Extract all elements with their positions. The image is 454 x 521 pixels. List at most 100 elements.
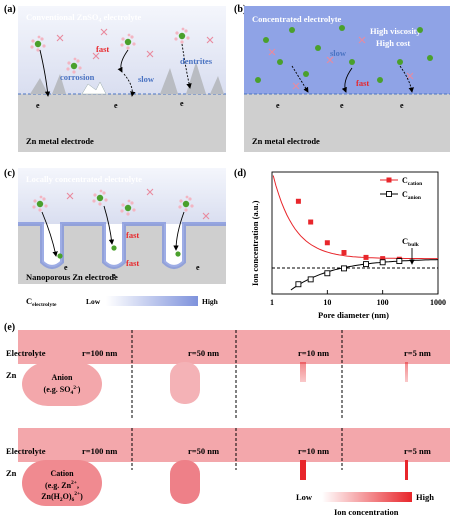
radius-label-r10: r=10 nm [298, 446, 329, 456]
panel-c-title: Locally concentrated electrolyte [26, 174, 142, 184]
zn-label: Zn [6, 370, 17, 380]
radius-label-r100: r=100 nm [82, 348, 117, 358]
radius-label-r5: r=5 nm [404, 446, 431, 456]
c-legend-low: Low [86, 297, 101, 306]
electron-label: e [276, 101, 280, 110]
legend-cation-label: Ccation [402, 176, 422, 187]
pore-ion [175, 251, 181, 257]
panel-c-electrolyte [18, 168, 226, 224]
ion-path-arrow [291, 65, 309, 93]
cation-pore-r100 [22, 460, 102, 506]
panel-b-letter: (b) [234, 4, 246, 15]
ion-path-arrow [341, 67, 353, 93]
panel-c-letter: (c) [4, 168, 15, 179]
anion-example-label: (e.g. SO42-) [44, 385, 81, 396]
electron-label: e [64, 263, 68, 272]
ion-path-arrow [117, 49, 129, 73]
panel-e-letter: (e) [4, 322, 15, 333]
c-legend-title: Celectrolyte [26, 296, 57, 308]
data-point [380, 256, 386, 262]
data-point [307, 276, 314, 283]
x-tick-label: 100 [377, 298, 389, 307]
x-tick-label: 1000 [430, 298, 446, 307]
ion-path-arrow [103, 205, 115, 245]
anion-electrolyte-band [18, 330, 450, 364]
panel-d-letter: (d) [234, 168, 246, 179]
zn-label: Zn [6, 468, 17, 478]
dendrite-shapes [30, 62, 224, 94]
electron-label: e [114, 101, 118, 110]
cation-pore-r10 [300, 460, 306, 480]
panel-e: (e) Electrolyte Zn r=100 nm r=50 nm r=10… [4, 322, 450, 517]
data-point [341, 265, 347, 272]
cation-label: Cation [50, 469, 74, 478]
panel-a: (a) Conventional ZnSO4 electrolyte fast … [4, 4, 226, 152]
c-legend-gradient [106, 296, 198, 306]
electron-label: e [400, 101, 404, 110]
panel-a-corrosion-label: corrosion [60, 72, 95, 82]
data-point [363, 254, 369, 260]
chart-frame [271, 171, 439, 295]
high-cost-label: High cost [376, 38, 410, 48]
data-point [379, 259, 386, 266]
panel-a-title: Conventional ZnSO4 electrolyte [26, 12, 141, 24]
cation-electrolyte-band [18, 428, 450, 462]
data-point [295, 198, 301, 204]
panel-c-concentrated-layer [18, 222, 226, 269]
panel-c: (c) Locally concentrated electrolyte fas… [4, 168, 226, 308]
data-point [324, 240, 330, 246]
radius-label-r100: r=100 nm [82, 446, 117, 456]
legend-anion-label: Canion [402, 190, 421, 201]
data-point [308, 219, 314, 225]
bulk-label: Cbulk [402, 236, 420, 248]
cation-example-label: (e.g. Zn2+, [45, 480, 79, 490]
data-point [341, 250, 347, 256]
cation-example-label-2: Zn(H2O)62+) [41, 491, 83, 503]
panel-b-slow-label: slow [330, 48, 347, 58]
electron-label: e [36, 101, 40, 110]
panel-b: (b) Concentrated electrolyte High viscos… [234, 4, 450, 152]
ion-path-arrow [39, 49, 51, 97]
data-point [324, 270, 331, 277]
legend-anion-marker [386, 191, 392, 197]
panel-a-electrode-label: Zn metal electrode [26, 136, 94, 146]
data-point [363, 261, 369, 268]
panel-b-electrode-label: Zn metal electrode [252, 136, 320, 146]
radius-label-r50: r=50 nm [188, 348, 219, 358]
panel-b-title: Concentrated electrolyte [252, 14, 342, 24]
series-line [272, 175, 438, 260]
cation-pore-r5 [405, 460, 408, 480]
anion-pore-r100 [22, 362, 102, 406]
cation-pore-r50 [170, 460, 200, 504]
panel-a-dendrites-label: dentrites [180, 56, 213, 66]
panel-b-electrolyte [244, 6, 450, 94]
ion-path-arrow [41, 211, 58, 257]
chart-ylabel: Ion concentration (a.u.) [250, 200, 260, 286]
ion-path-arrow [181, 43, 192, 89]
electrolyte-label: Electrolyte [6, 446, 46, 456]
panel-a-letter: (a) [4, 4, 16, 15]
panel-d: (d) Ion concentration (a.u.) Pore diamet… [234, 168, 446, 320]
anion-pore-r5 [405, 362, 408, 382]
c-legend-high: High [202, 297, 219, 306]
x-tick-label: 10 [323, 298, 331, 307]
panel-c-electrode-label: Nanoporous Zn electrode [26, 272, 118, 282]
radius-label-r5: r=5 nm [404, 348, 431, 358]
data-point [396, 258, 403, 265]
electron-label: e [196, 263, 200, 272]
corrosion-pits [81, 81, 107, 95]
pore-ion [57, 253, 63, 259]
electrolyte-label: Electrolyte [6, 348, 46, 358]
panel-a-electrode [18, 94, 226, 152]
ion-legend-low: Low [296, 492, 313, 502]
panel-a-slow-label: slow [138, 74, 155, 84]
panel-c-fast-label: fast [126, 258, 139, 268]
panel-b-fast-label: fast [356, 78, 369, 88]
x-tick-label: 1 [270, 298, 274, 307]
data-point [295, 281, 302, 288]
anion-pore-r50 [170, 362, 200, 404]
chart-series [272, 175, 439, 291]
electron-label: e [112, 271, 116, 280]
high-viscosity-label: High viscosity [370, 26, 422, 36]
